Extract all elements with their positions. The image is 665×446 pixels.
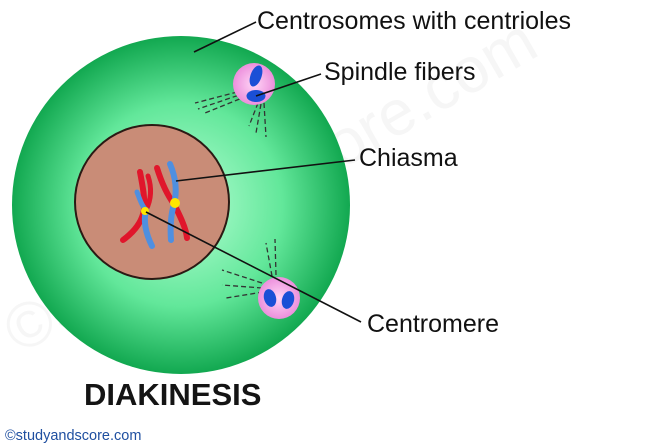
chiasma-point <box>170 198 180 208</box>
centrosome-lower <box>258 277 300 319</box>
label-centrosomes: Centrosomes with centrioles <box>257 7 571 35</box>
diagram-title: DIAKINESIS <box>84 377 261 412</box>
label-chiasma: Chiasma <box>359 144 458 172</box>
credit-text: ©studyandscore.com <box>5 428 141 444</box>
label-centromere: Centromere <box>367 310 499 338</box>
nucleus <box>75 125 229 279</box>
label-spindle-fibers: Spindle fibers <box>324 58 475 86</box>
centrosome-upper <box>233 63 275 105</box>
